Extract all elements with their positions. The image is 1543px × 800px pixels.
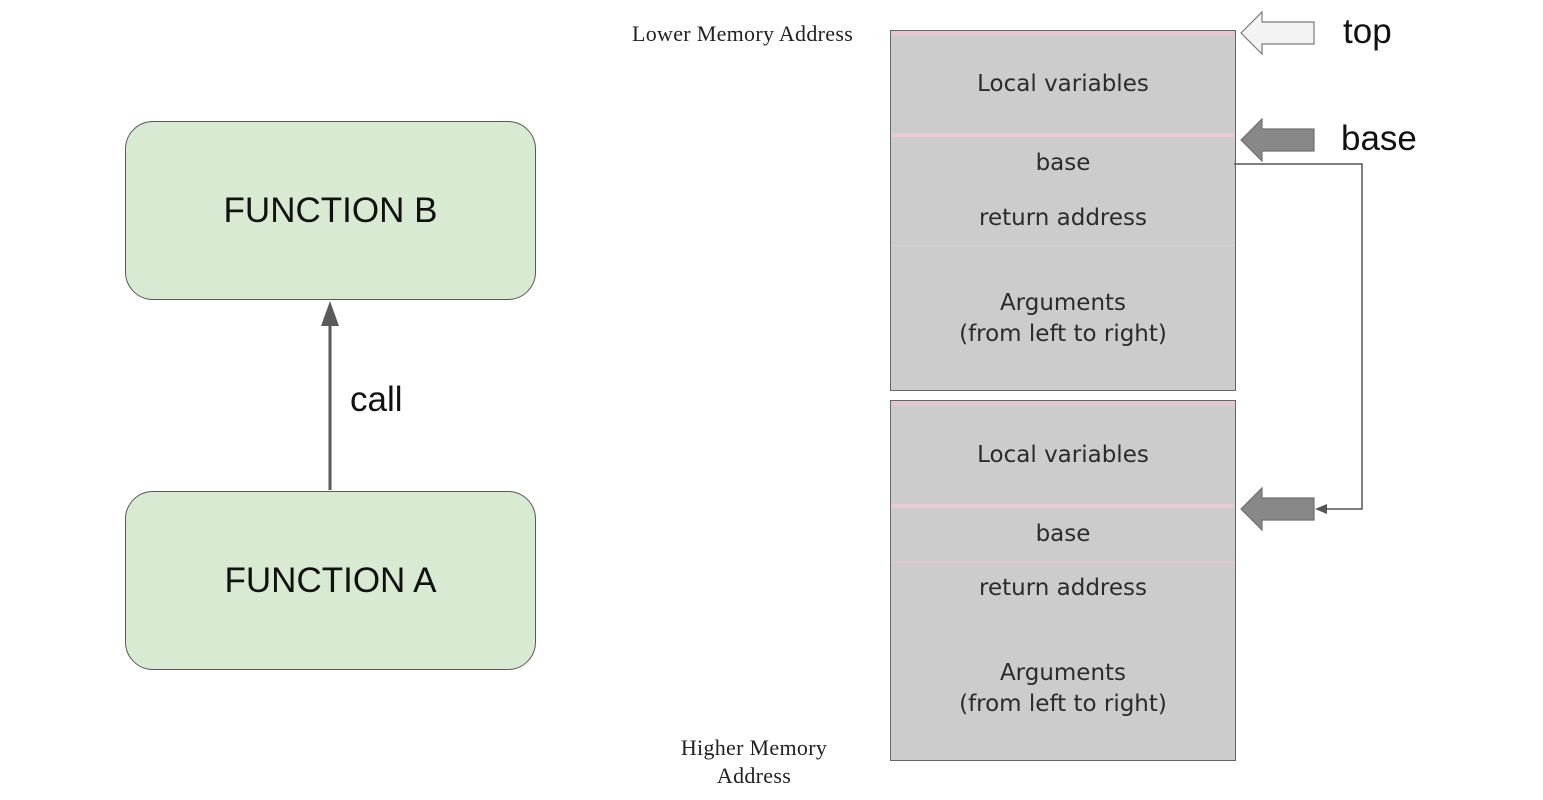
base-link-arrow-head <box>1315 504 1327 514</box>
higher-memory-address-label: Higher Memory Address <box>680 735 828 788</box>
lower-memory-address-label: Lower Memory Address <box>632 21 854 46</box>
arguments-note-cell: (from left to right) <box>959 691 1167 717</box>
call-label: call <box>350 380 403 419</box>
base-pointer-label: base <box>1341 119 1417 158</box>
call-arrow-head <box>321 301 339 326</box>
function-b-box: FUNCTION B <box>125 121 536 300</box>
frame-top-edge <box>891 31 1235 36</box>
arguments-note-cell: (from left to right) <box>959 321 1167 347</box>
base-link-connector <box>1234 163 1363 510</box>
stack-frame-b: Local variables base return address Argu… <box>890 30 1236 391</box>
base-cell: base <box>1035 521 1091 547</box>
frame-divider <box>891 245 1235 246</box>
function-b-label: FUNCTION B <box>223 190 438 230</box>
arguments-cell: Arguments <box>999 660 1127 686</box>
return-address-cell: return address <box>979 205 1147 231</box>
local-variables-cell: Local variables <box>977 71 1149 97</box>
function-a-box: FUNCTION A <box>125 491 536 670</box>
top-pointer-label: top <box>1343 12 1392 51</box>
stack-frame-a: Local variables base return address Argu… <box>890 400 1236 761</box>
base-cell: base <box>1035 150 1091 176</box>
frame-divider <box>891 504 1235 508</box>
return-address-cell: return address <box>979 575 1147 601</box>
base-pointer-arrow-icon <box>1240 117 1315 163</box>
frame-divider <box>891 133 1235 137</box>
function-a-label: FUNCTION A <box>224 560 437 600</box>
local-variables-cell: Local variables <box>977 442 1149 468</box>
saved-base-pointer-arrow-icon <box>1240 486 1315 532</box>
top-pointer-arrow-icon <box>1240 10 1315 56</box>
frame-divider <box>891 562 1235 563</box>
arguments-cell: Arguments <box>999 290 1127 316</box>
frame-top-edge <box>891 401 1235 406</box>
